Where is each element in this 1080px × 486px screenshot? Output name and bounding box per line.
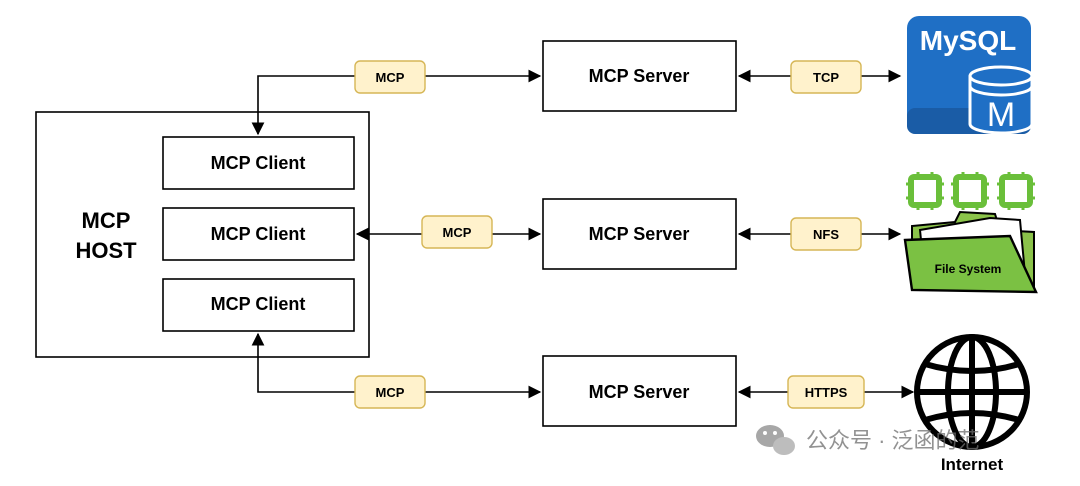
mysql-database-icon: MySQL M (907, 16, 1034, 135)
transport-tag-tcp: TCP (790, 60, 862, 94)
mcp-client-3[interactable]: MCP Client (162, 278, 355, 332)
protocol-tag-2: MCP (421, 215, 493, 249)
mcp-server-3-label: MCP Server (589, 382, 690, 402)
mcp-client-3-label: MCP Client (211, 294, 306, 314)
mcp-server-1-label: MCP Server (589, 66, 690, 86)
wechat-icon (756, 425, 795, 455)
protocol-tag-1-label: MCP (376, 70, 405, 85)
protocol-tag-1: MCP (354, 60, 426, 94)
chip-icon (997, 172, 1035, 210)
protocol-tag-3: MCP (354, 375, 426, 409)
transport-tag-nfs-label: NFS (813, 227, 839, 242)
transport-tag-https-label: HTTPS (805, 385, 848, 400)
file-system-label: File System (935, 262, 1002, 276)
transport-tag-nfs: NFS (790, 217, 862, 251)
chip-icon (951, 172, 989, 210)
mysql-logo-text: MySQL (920, 25, 1016, 56)
transport-tag-tcp-label: TCP (813, 70, 839, 85)
watermark-text: 公众号 · 泛函的范 (806, 428, 980, 453)
mcp-client-2[interactable]: MCP Client (162, 207, 355, 261)
host-label-line2: HOST (75, 238, 137, 263)
chip-icon (906, 172, 944, 210)
protocol-tag-2-label: MCP (443, 225, 472, 240)
transport-tag-https: HTTPS (787, 375, 865, 409)
protocol-tag-3-label: MCP (376, 385, 405, 400)
mcp-server-2-label: MCP Server (589, 224, 690, 244)
mcp-client-2-label: MCP Client (211, 224, 306, 244)
mcp-server-2[interactable]: MCP Server (542, 198, 737, 270)
connector-client1-server1 (251, 69, 542, 136)
mcp-server-1[interactable]: MCP Server (542, 40, 737, 112)
host-label-line1: MCP (82, 208, 131, 233)
globe-icon (914, 334, 1030, 450)
mcp-client-1-label: MCP Client (211, 153, 306, 173)
mysql-badge-letter: M (987, 96, 1015, 134)
watermark: 公众号 · 泛函的范 (756, 425, 980, 455)
mcp-server-3[interactable]: MCP Server (542, 355, 737, 427)
mcp-client-1[interactable]: MCP Client (162, 136, 355, 190)
internet-label: Internet (941, 455, 1004, 474)
file-system-icon: File System (903, 172, 1038, 294)
connector-client3-server3 (251, 332, 542, 399)
